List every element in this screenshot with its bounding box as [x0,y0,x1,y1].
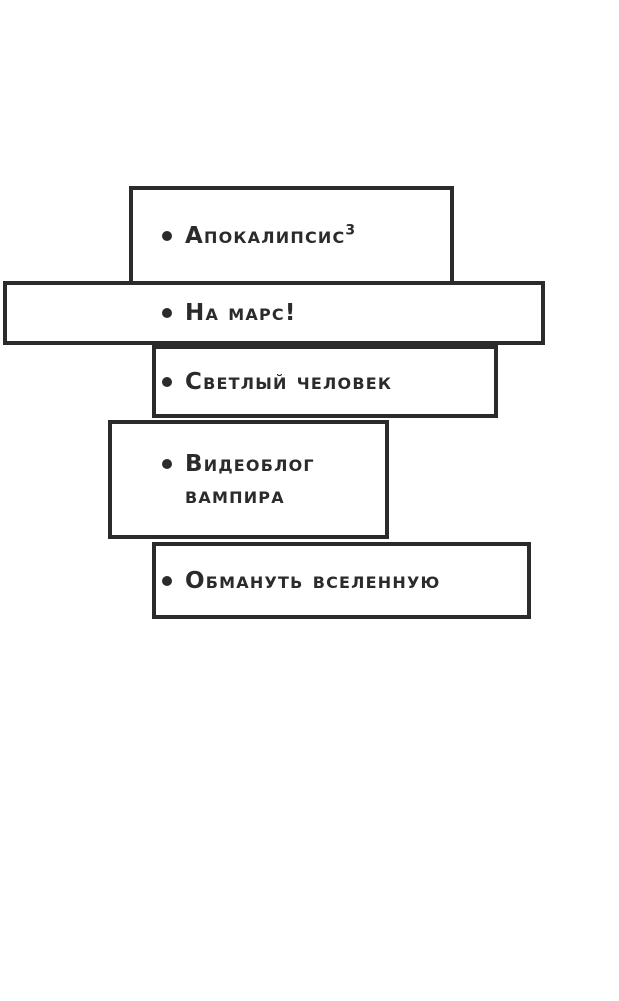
bullet-dot-icon [162,308,172,318]
bullet-dot-icon [162,376,172,387]
node-content: ВИДЕОБЛОГ ВАМПИРА [112,448,385,512]
node-content: СВЕТЛЫЙ ЧЕЛОВЕК [156,366,494,398]
node-content: НА МАРС! [7,297,541,329]
node-label: АПОКАЛИПСИС3 [185,220,450,252]
diagram-node-videoblog-vampira[interactable]: ВИДЕОБЛОГ ВАМПИРА [108,420,389,539]
node-content: АПОКАЛИПСИС3 [133,220,450,252]
diagram-node-svetlyy-chelovek[interactable]: СВЕТЛЫЙ ЧЕЛОВЕК [152,345,498,418]
diagram-node-na-mars[interactable]: НА МАРС! [3,281,545,345]
node-content: ОБМАНУТЬ ВСЕЛЕННУЮ [156,565,527,597]
diagram-node-apokalipsis[interactable]: АПОКАЛИПСИС3 [129,186,454,286]
node-label-text: НА МАРС! [185,300,297,326]
bullet-dot-icon [162,458,172,469]
node-label-text: СВЕТЛЫЙ ЧЕЛОВЕК [185,368,393,395]
node-label-text: АПОКАЛИПСИС [185,223,346,249]
node-label: НА МАРС! [185,297,541,329]
bullet-dot-icon [162,575,172,586]
node-label-text: ОБМАНУТЬ ВСЕЛЕННУЮ [185,567,441,594]
node-label: СВЕТЛЫЙ ЧЕЛОВЕК [185,366,494,398]
diagram-node-obmanut-vselennuyu[interactable]: ОБМАНУТЬ ВСЕЛЕННУЮ [152,542,531,619]
node-label: ОБМАНУТЬ ВСЕЛЕННУЮ [185,565,527,597]
node-label-superscript: 3 [345,222,356,239]
node-label-text: ВИДЕОБЛОГ ВАМПИРА [185,450,315,509]
bullet-dot-icon [162,231,172,241]
node-label: ВИДЕОБЛОГ ВАМПИРА [185,448,385,512]
